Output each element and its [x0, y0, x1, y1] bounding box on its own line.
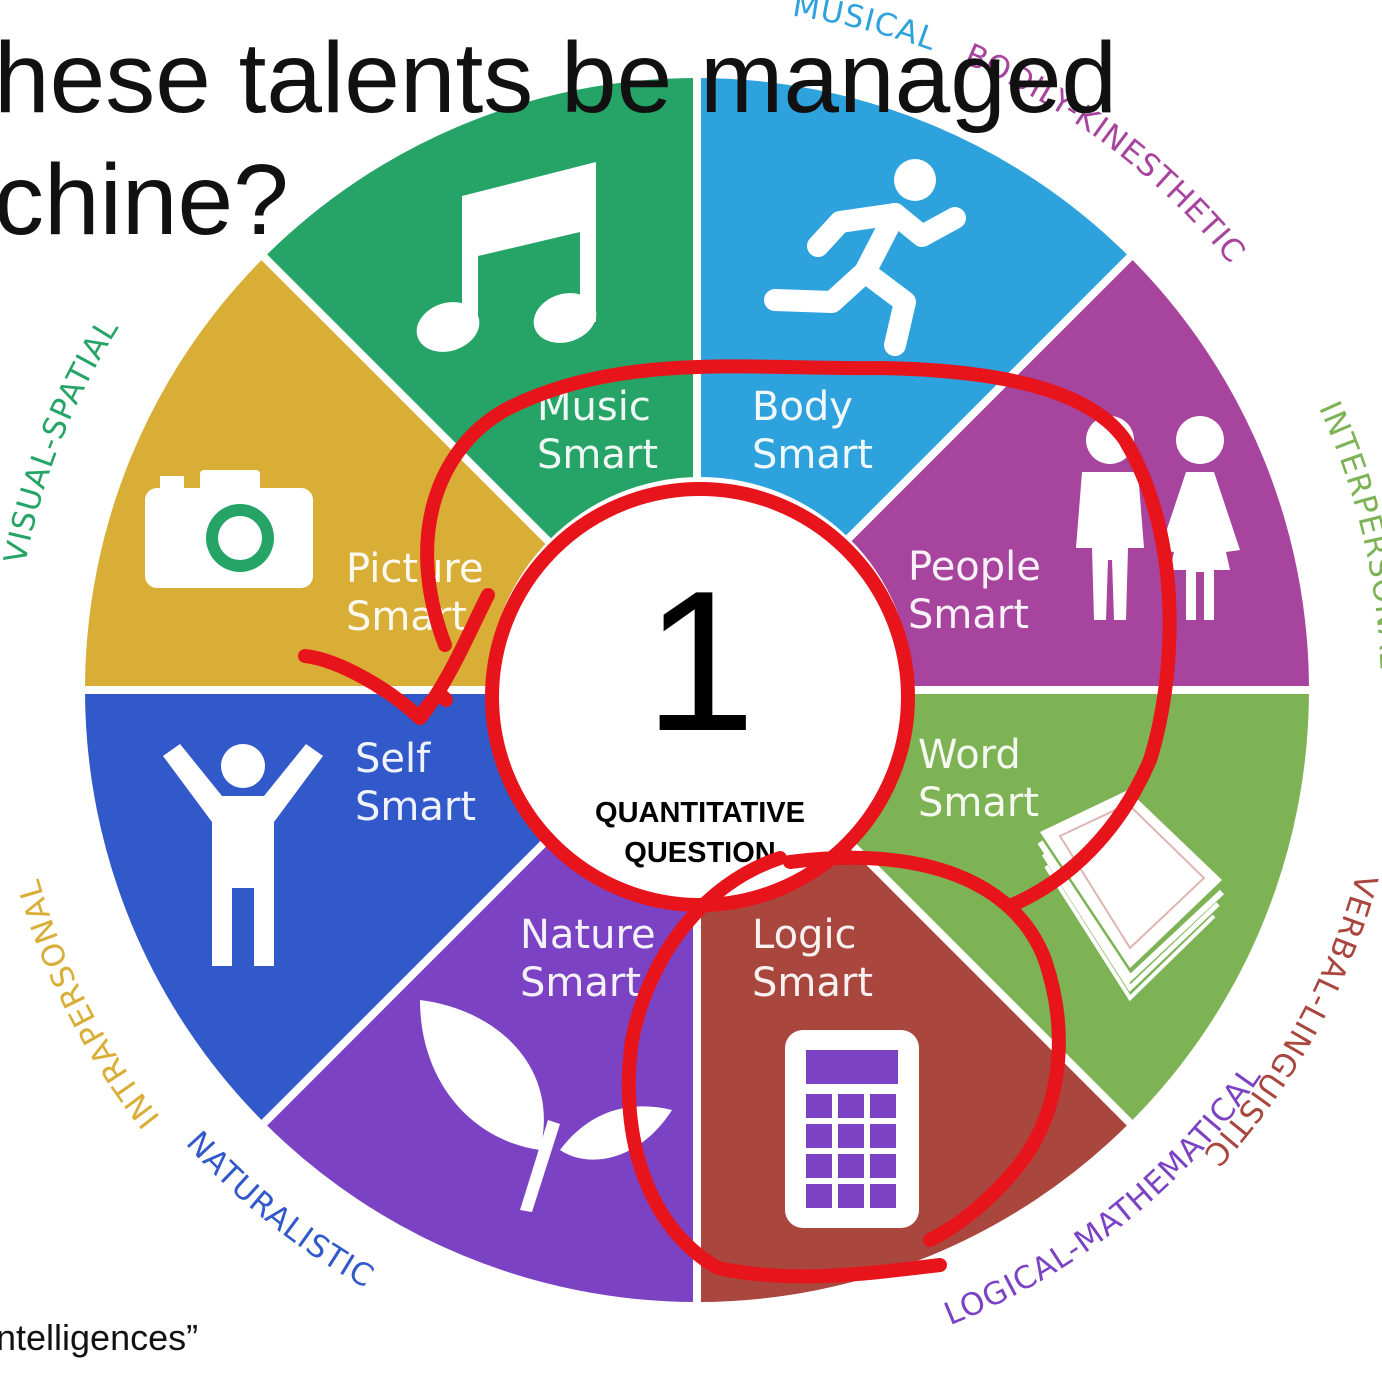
word-smart-line-2: Smart [918, 780, 1039, 826]
segment-label-word: Word Smart [918, 732, 1039, 826]
segment-label-body: Body Smart [752, 384, 873, 478]
center-label-line-1: QUANTITATIVE [595, 797, 805, 829]
music-smart-line-2: Smart [537, 432, 658, 478]
logic-circle-annotation [621, 851, 947, 1284]
calculator-key [838, 1184, 864, 1208]
people-smart-line-1: People [908, 544, 1041, 590]
calculator-key [870, 1154, 896, 1178]
calculator-key [806, 1184, 832, 1208]
running-person-icon [764, 159, 966, 356]
person-arms-up-icon [163, 744, 323, 966]
caption-text: ntelligences” [0, 1317, 199, 1358]
calculator-key [838, 1094, 864, 1118]
segment-label-picture: Picture Smart [346, 546, 484, 640]
body-smart-line-2: Smart [752, 432, 873, 478]
segment-label-people: People Smart [908, 544, 1041, 638]
nature-smart-line-2: Smart [520, 960, 641, 1006]
hand-drawn-annotations [298, 359, 1177, 1284]
big-loop-annotation [420, 359, 1177, 912]
picture-smart-line-1: Picture [346, 546, 484, 592]
nature-smart-line-1: Nature [520, 912, 656, 958]
slide-title-line-1: hese talents be managed [0, 22, 1118, 134]
self-smart-line-1: Self [355, 736, 431, 782]
calculator-key [838, 1154, 864, 1178]
calculator-key [870, 1124, 896, 1148]
camera-icon [145, 470, 313, 588]
calculator-key [838, 1124, 864, 1148]
logic-smart-line-1: Logic [752, 912, 857, 958]
center-number: 1 [644, 550, 755, 773]
logic-circle-annotation-2 [783, 850, 1066, 1247]
picture-smart-line-2: Smart [346, 594, 467, 640]
arrow-head-annotation [298, 649, 453, 725]
self-smart-line-2: Smart [355, 784, 476, 830]
calculator-key [870, 1094, 896, 1118]
calculator-key [806, 1124, 832, 1148]
leaf-sprout-icon [420, 1000, 672, 1212]
body-smart-line-1: Body [752, 384, 853, 430]
slide-title-line-2: chine? [0, 144, 289, 256]
segment-label-logic: Logic Smart [752, 912, 873, 1006]
music-note-icon [416, 162, 597, 352]
calculator-key [870, 1184, 896, 1208]
book-icon [1037, 790, 1225, 1002]
segment-label-nature: Nature Smart [520, 912, 656, 1006]
segment-label-self: Self Smart [355, 736, 476, 830]
word-smart-line-1: Word [918, 732, 1021, 778]
calculator-icon [785, 1030, 919, 1228]
calculator-key [806, 1094, 832, 1118]
logic-smart-line-2: Smart [752, 960, 873, 1006]
calculator-key [806, 1154, 832, 1178]
ring-label-interpersonal: INTERPERSONAL [1311, 396, 1382, 670]
people-smart-line-2: Smart [908, 592, 1029, 638]
